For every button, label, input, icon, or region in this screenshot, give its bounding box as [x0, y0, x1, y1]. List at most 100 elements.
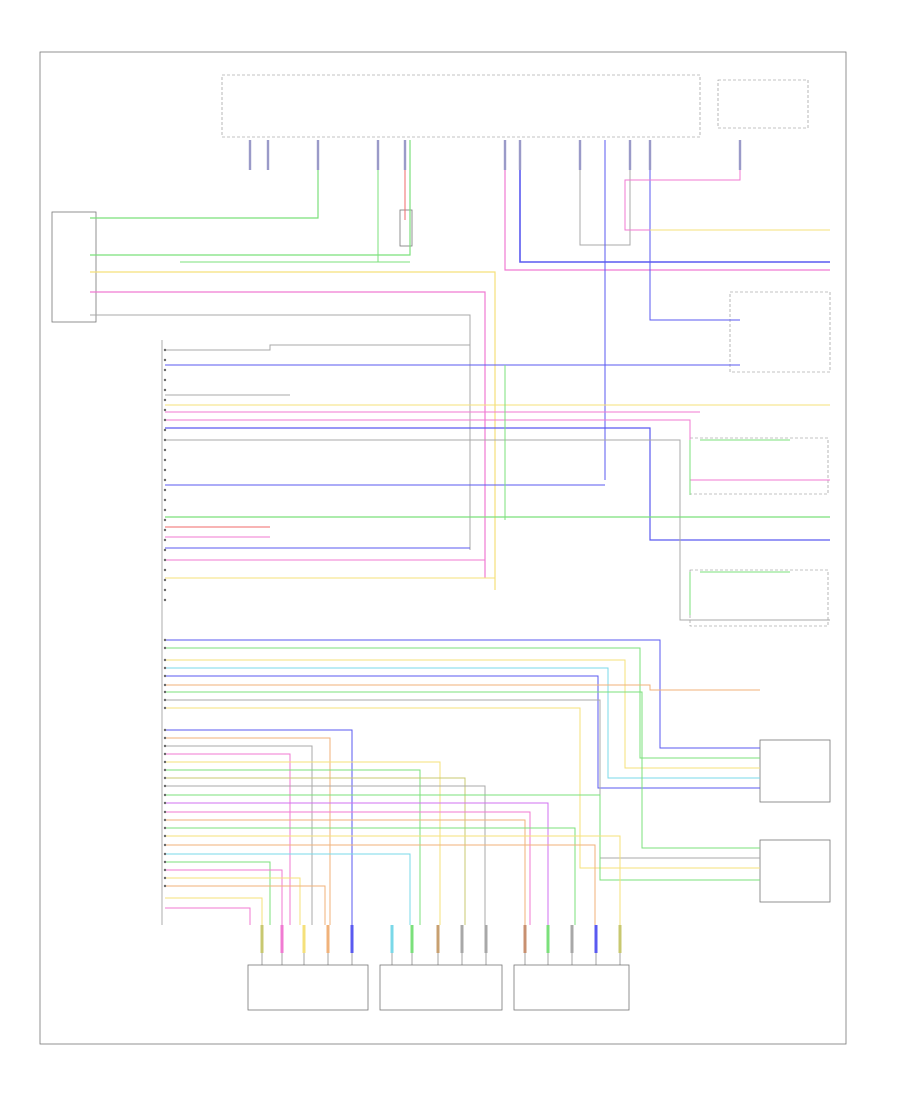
- pin-dot: [163, 818, 167, 822]
- connector-stub: [460, 925, 464, 953]
- wire-bus-20: [165, 819, 526, 925]
- stub-group: [248, 140, 742, 965]
- pin-dot: [163, 843, 167, 847]
- pin-dot: [163, 428, 167, 432]
- pin-dot: [163, 768, 167, 772]
- pin-dot: [163, 698, 167, 702]
- pin-group: [163, 348, 167, 888]
- top-connector-stub: [316, 140, 320, 170]
- pin-dot: [163, 744, 167, 748]
- connector-stub: [594, 925, 598, 953]
- wire-group: [90, 140, 830, 925]
- wire-blue-right: [649, 150, 740, 321]
- wire-bus-14: [165, 769, 421, 925]
- pin-dot: [163, 408, 167, 412]
- wire-bus-28: [165, 885, 326, 925]
- bottom-module-right: [513, 964, 630, 1011]
- connector-stub: [570, 925, 574, 953]
- wire-bus-3: [165, 667, 760, 779]
- top-connector-stub: [738, 140, 742, 170]
- pin-dot: [163, 793, 167, 797]
- wire-mid-8: [165, 439, 830, 621]
- wire-bus-7: [165, 699, 760, 859]
- pin-dot: [163, 658, 167, 662]
- top-connector-stub: [376, 140, 380, 170]
- pin-dot: [163, 868, 167, 872]
- pin-dot: [163, 776, 167, 780]
- pin-dot: [163, 448, 167, 452]
- pin-dot: [163, 418, 167, 422]
- pin-dot: [163, 752, 167, 756]
- wire-bus-5: [165, 684, 760, 691]
- wire-gray-1: [90, 314, 471, 550]
- pin-dot: [163, 826, 167, 830]
- pin-dot: [163, 558, 167, 562]
- wire-bus-10: [165, 737, 331, 925]
- top-right-connector-box: [717, 79, 809, 129]
- top-connector-stub: [578, 140, 582, 170]
- pin-dot: [163, 508, 167, 512]
- pin-dot: [163, 368, 167, 372]
- wire-bus-22: [165, 835, 621, 925]
- center-relay: [399, 209, 413, 247]
- pin-dot: [163, 876, 167, 880]
- pin-dot: [163, 674, 167, 678]
- connector-stub: [546, 925, 550, 953]
- wire-bus-end-1: [165, 897, 263, 925]
- wire-bus-6: [165, 691, 760, 849]
- pin-dot: [163, 528, 167, 532]
- pin-dot: [163, 548, 167, 552]
- pin-dot: [163, 852, 167, 856]
- wire-mid-7: [165, 427, 830, 541]
- diagram-frame: [39, 51, 847, 1045]
- connector-stub: [618, 925, 622, 953]
- pin-dot: [163, 588, 167, 592]
- right-sensor-box-2: [689, 569, 829, 627]
- pin-dot: [163, 378, 167, 382]
- pin-dot: [163, 568, 167, 572]
- pin-dot: [163, 760, 167, 764]
- top-connector-stub: [628, 140, 632, 170]
- wire-bus-27: [165, 877, 301, 925]
- pin-dot: [163, 358, 167, 362]
- connector-stub: [390, 925, 394, 953]
- pin-dot: [163, 810, 167, 814]
- top-module-box: [221, 74, 701, 138]
- wire-green-top: [90, 140, 319, 219]
- top-connector-stub: [403, 140, 407, 170]
- pin-dot: [163, 388, 167, 392]
- right-switch-box: [729, 291, 831, 373]
- left-relay-box: [51, 211, 97, 323]
- wire-mid-6: [165, 419, 830, 481]
- wire-pink-1: [90, 291, 486, 578]
- pin-dot: [163, 646, 167, 650]
- bottom-module-center: [379, 964, 503, 1011]
- top-connector-stub: [266, 140, 270, 170]
- wire-bus-1: [165, 647, 760, 759]
- pin-dot: [163, 690, 167, 694]
- wire-green-2: [90, 140, 411, 256]
- top-connector-stub: [518, 140, 522, 170]
- wire-bus-21: [165, 827, 576, 925]
- pin-dot: [163, 348, 167, 352]
- pin-dot: [163, 884, 167, 888]
- connector-stub: [436, 925, 440, 953]
- pin-dot: [163, 736, 167, 740]
- wire-bus-9: [165, 729, 353, 925]
- wire-bus-25: [165, 861, 271, 925]
- wire-pink-top: [504, 140, 830, 271]
- right-connector-block: [759, 739, 831, 803]
- pin-dot: [163, 468, 167, 472]
- top-connector-stub: [648, 140, 652, 170]
- wire-bus-0: [165, 639, 760, 749]
- pin-dot: [163, 478, 167, 482]
- connector-stub: [523, 925, 527, 953]
- wire-bus-19: [165, 811, 531, 925]
- wire-yellow-1: [90, 271, 496, 590]
- pin-dot: [163, 398, 167, 402]
- right-sensor-box-1: [689, 437, 829, 495]
- wire-bus-8: [165, 707, 760, 869]
- pin-dot: [163, 834, 167, 838]
- connector-stub: [260, 925, 264, 953]
